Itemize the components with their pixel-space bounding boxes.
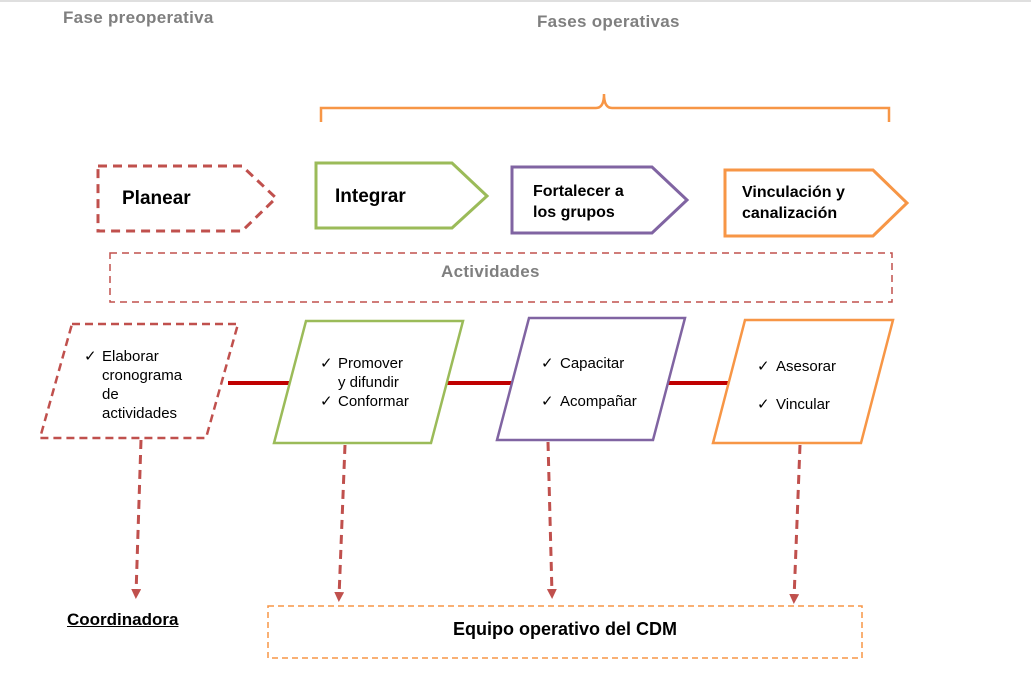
phase-label-line: los grupos: [533, 204, 615, 221]
activity-line: Promover: [338, 355, 404, 372]
arrow-down: [334, 444, 347, 602]
activities-band: [109, 252, 893, 303]
activity-item: ✓ Elaborar cronograma de actividades: [84, 347, 204, 423]
phase-shape-integrar: [314, 161, 490, 230]
phase-label-planear: Planear: [122, 188, 191, 209]
activity-box-fortalecer: [495, 316, 687, 442]
team-box: [267, 605, 863, 659]
activity-line: Acompañar: [560, 393, 637, 410]
phase-label-line: Vinculación y: [742, 184, 845, 201]
activity-item: ✓ Capacitar: [541, 354, 661, 373]
phase-shape-vinculacion: [723, 168, 910, 238]
activity-box-planear: [38, 322, 240, 440]
activity-item: ✓ Conformar: [320, 392, 440, 411]
activity-line: Conformar: [338, 393, 409, 410]
activity-line: Vincular: [776, 396, 830, 413]
operative-header: Fases operativas: [537, 12, 680, 31]
preoperative-header: Fase preoperativa: [63, 8, 214, 27]
arrow-down: [546, 441, 557, 599]
activity-line: Asesorar: [776, 358, 837, 375]
arrow-down: [789, 444, 802, 604]
coordinator-label: Coordinadora: [67, 610, 179, 629]
activity-line: y difundir: [338, 374, 399, 391]
activity-line: cronograma: [102, 367, 183, 384]
check-icon: ✓: [541, 393, 554, 410]
phase-shape-fortalecer: [510, 165, 690, 235]
phase-shape-planear: [96, 164, 279, 233]
activity-line: actividades: [102, 405, 178, 422]
activities-label: Actividades: [441, 262, 540, 281]
operative-bracket: [319, 93, 891, 122]
activity-item: ✓ Promover y difundir: [320, 354, 440, 392]
phase-label-line: canalización: [742, 205, 838, 222]
check-icon: ✓: [84, 348, 97, 365]
phase-label-line: Fortalecer a: [533, 183, 624, 200]
phase-label-integrar: Integrar: [335, 186, 406, 207]
activity-line: de: [102, 386, 119, 403]
check-icon: ✓: [320, 355, 333, 372]
check-icon: ✓: [757, 358, 770, 375]
phase-label-fortalecer: Fortalecer a los grupos: [533, 181, 624, 223]
check-icon: ✓: [320, 393, 333, 410]
activity-item: ✓ Acompañar: [541, 392, 661, 411]
activity-line: Capacitar: [560, 355, 625, 372]
activity-line: Elaborar: [102, 348, 159, 365]
team-label: Equipo operativo del CDM: [452, 619, 677, 639]
activity-box-integrar: [272, 319, 465, 445]
activity-item: ✓ Vincular: [757, 395, 867, 414]
check-icon: ✓: [757, 396, 770, 413]
check-icon: ✓: [541, 355, 554, 372]
phase-label-vinculacion: Vinculación y canalización: [742, 182, 845, 224]
activity-box-vinculacion: [711, 318, 895, 445]
arrow-down: [131, 439, 143, 599]
activity-item: ✓ Asesorar: [757, 357, 867, 376]
